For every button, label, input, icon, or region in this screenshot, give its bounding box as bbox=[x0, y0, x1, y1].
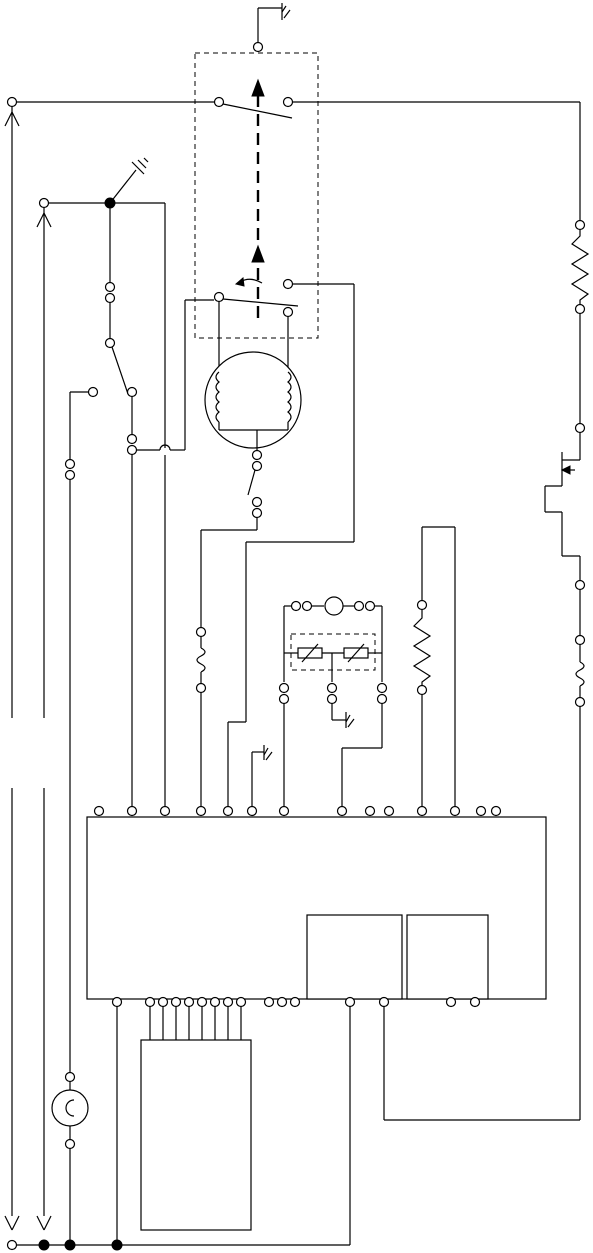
board-top-terminals bbox=[95, 807, 501, 816]
heater-resistor-middle bbox=[414, 527, 455, 806]
lamp-sensor bbox=[52, 388, 98, 1246]
switch-motor bbox=[201, 451, 262, 628]
fuse-left bbox=[197, 628, 206, 807]
switch-left bbox=[106, 208, 137, 806]
ground-top bbox=[254, 3, 291, 52]
sub-module-right bbox=[407, 915, 488, 999]
motor-with-windings bbox=[205, 302, 301, 451]
power-terminal-1 bbox=[5, 98, 19, 1250]
ground-thermistor bbox=[332, 704, 354, 728]
thermistor-pair bbox=[280, 597, 387, 806]
ground-middle bbox=[252, 745, 272, 806]
heater-resistor-right bbox=[572, 102, 588, 460]
relay-actuator-arrow bbox=[236, 80, 264, 318]
ground-upper-left bbox=[105, 158, 165, 448]
sub-module-left bbox=[307, 915, 402, 999]
relay-contact-upper bbox=[16, 98, 580, 119]
connector-module-bottom bbox=[141, 1007, 251, 1230]
crossover-wire bbox=[137, 300, 214, 806]
transistor bbox=[545, 452, 580, 580]
